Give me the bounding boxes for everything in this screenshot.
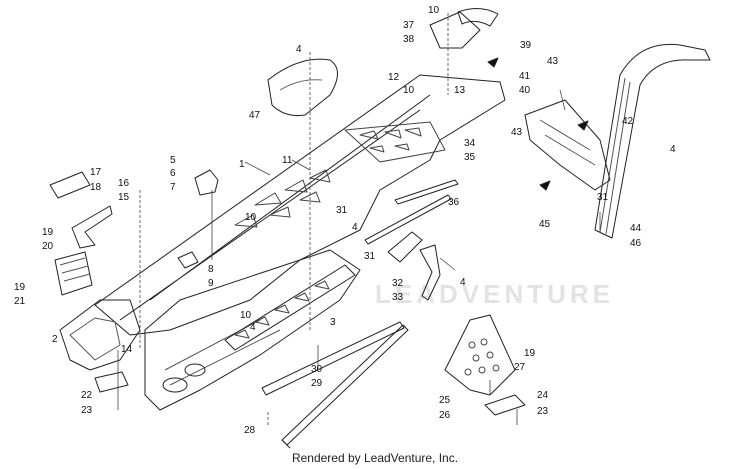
callout-29: 29 xyxy=(311,378,323,389)
callout-41: 41 xyxy=(519,71,531,82)
callout-43b: 43 xyxy=(511,127,523,138)
callout-33: 33 xyxy=(392,292,404,303)
callout-10d: 10 xyxy=(428,5,440,16)
callout-18: 18 xyxy=(90,182,102,193)
callout-35: 35 xyxy=(464,152,476,163)
callout-34: 34 xyxy=(464,138,476,149)
part-22-grille xyxy=(54,251,93,296)
running-board xyxy=(444,314,516,396)
callout-22: 22 xyxy=(81,390,93,401)
callout-36: 36 xyxy=(448,197,460,208)
callout-6: 6 xyxy=(170,168,176,179)
rail-strip-upper xyxy=(394,179,459,205)
side-rail-panel xyxy=(144,249,361,411)
rear-grab-bar xyxy=(594,43,711,239)
arrow-2 xyxy=(539,180,551,191)
callout-10: 10 xyxy=(245,212,257,223)
part-24 xyxy=(484,394,526,416)
leader-lines xyxy=(117,13,601,425)
callout-5: 5 xyxy=(170,155,176,166)
callout-31: 31 xyxy=(336,205,348,216)
arrow-1 xyxy=(487,57,499,68)
watermark-text: LEADVENTURE xyxy=(375,279,614,309)
callout-37: 37 xyxy=(403,20,415,31)
callout-4e: 4 xyxy=(250,322,256,333)
part-17 xyxy=(49,171,91,199)
callout-28: 28 xyxy=(244,425,256,436)
callout-24: 24 xyxy=(537,390,549,401)
callout-19c: 19 xyxy=(524,348,536,359)
rear-flap xyxy=(524,99,611,191)
callout-46: 46 xyxy=(630,238,642,249)
part-28-bar xyxy=(281,439,291,449)
cutout-rail xyxy=(224,264,356,351)
callout-12: 12 xyxy=(388,72,400,83)
callout-16: 16 xyxy=(118,178,130,189)
callout-3: 3 xyxy=(330,317,336,328)
callout-31b: 31 xyxy=(364,251,376,262)
callout-38: 38 xyxy=(403,34,415,45)
callout-4c: 4 xyxy=(460,277,466,288)
callout-13: 13 xyxy=(454,85,466,96)
callout-10c: 10 xyxy=(403,85,415,96)
lower-bar xyxy=(281,324,409,446)
caption: Rendered by LeadVenture, Inc. xyxy=(291,451,459,465)
callout-10b: 10 xyxy=(240,310,252,321)
slide-bar xyxy=(261,321,405,396)
seat-pad xyxy=(267,58,338,116)
callout-4d: 4 xyxy=(352,222,358,233)
callout-9: 9 xyxy=(208,278,214,289)
callout-39: 39 xyxy=(520,40,532,51)
callout-42: 42 xyxy=(622,116,634,127)
callout-17: 17 xyxy=(90,167,102,178)
callout-15: 15 xyxy=(118,192,130,203)
callout-25: 25 xyxy=(439,395,451,406)
callout-8: 8 xyxy=(208,264,214,275)
callout-7: 7 xyxy=(170,182,176,193)
callout-32: 32 xyxy=(392,278,404,289)
callout-31c: 31 xyxy=(597,192,609,203)
callout-45: 45 xyxy=(539,219,551,230)
callout-14: 14 xyxy=(121,344,133,355)
tunnel-cutouts xyxy=(234,121,446,228)
part-8 xyxy=(177,251,199,269)
callout-2: 2 xyxy=(52,334,58,345)
callout-23b: 23 xyxy=(537,406,549,417)
callout-20: 20 xyxy=(42,241,54,252)
callout-26: 26 xyxy=(439,410,451,421)
callout-11: 11 xyxy=(282,155,293,166)
callout-47: 47 xyxy=(249,110,261,121)
callout-30: 30 xyxy=(311,364,323,375)
callout-19b: 19 xyxy=(14,282,26,293)
callout-23: 23 xyxy=(81,405,93,416)
part-5-mount xyxy=(194,169,219,196)
callout-1: 1 xyxy=(239,159,245,170)
callout-21: 21 xyxy=(14,296,26,307)
part-20-bracket xyxy=(71,205,113,249)
callout-44: 44 xyxy=(630,223,642,234)
callout-4b: 4 xyxy=(670,144,676,155)
left-side-panel xyxy=(59,299,141,371)
part-32-bracket xyxy=(387,231,423,263)
callout-27: 27 xyxy=(514,362,526,373)
callout-19: 19 xyxy=(42,227,54,238)
rail-strip-36 xyxy=(364,194,452,245)
callout-40: 40 xyxy=(519,85,531,96)
part-22-pad xyxy=(94,371,129,393)
callout-43: 43 xyxy=(547,56,559,67)
chassis-outline xyxy=(94,74,506,336)
part-39 xyxy=(457,8,499,27)
part-33-arm xyxy=(419,244,441,301)
hitch-bracket xyxy=(429,11,481,49)
callout-labels: 1 2 3 4 4 4 4 4 5 6 7 8 9 10 10 10 10 11… xyxy=(14,5,676,436)
callout-4: 4 xyxy=(296,44,302,55)
arrow-3 xyxy=(577,120,589,131)
